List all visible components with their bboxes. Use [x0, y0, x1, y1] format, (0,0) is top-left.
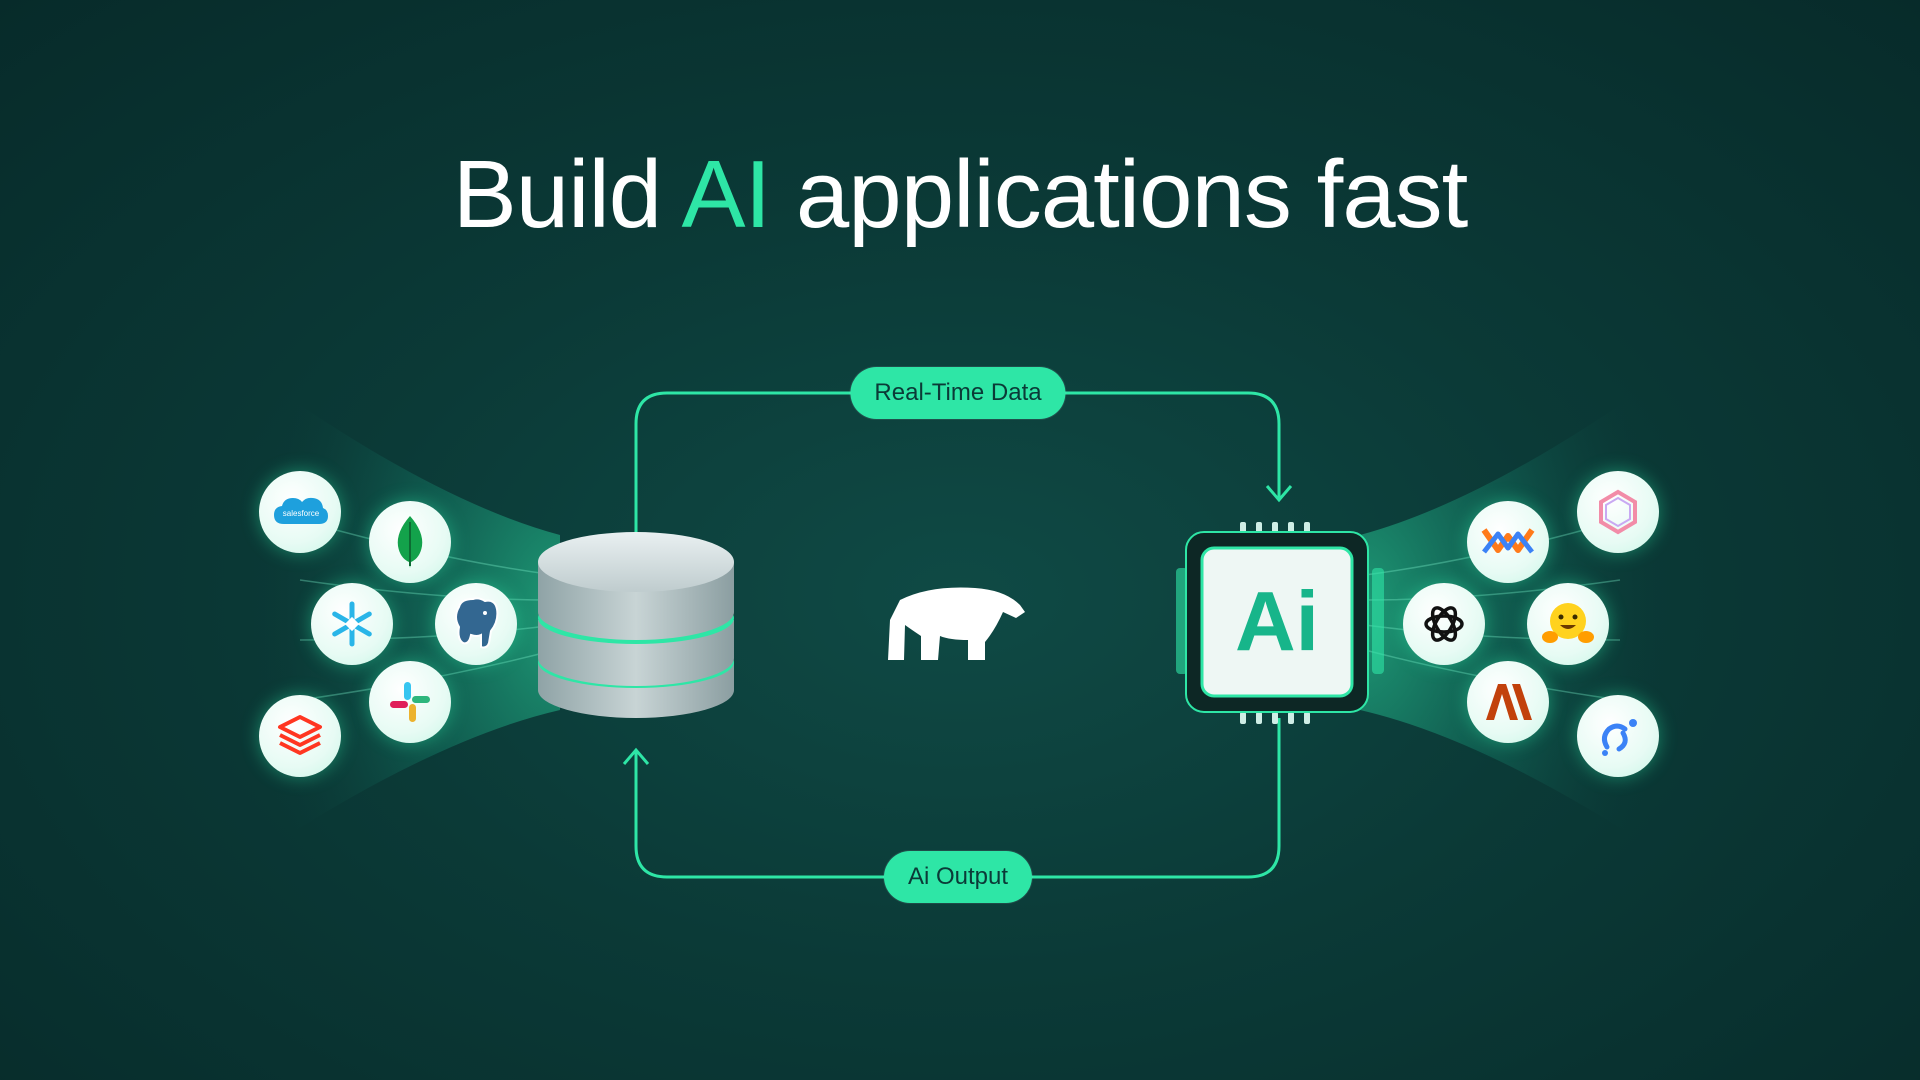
top-arrowhead — [1265, 485, 1293, 503]
cohere-icon — [1601, 719, 1637, 756]
huggingface-bubble — [1527, 583, 1609, 665]
databricks-stack-icon — [278, 715, 322, 755]
mongodb-leaf-icon — [397, 516, 423, 568]
anthropic-bubble — [1467, 661, 1549, 743]
ring-icon — [1599, 489, 1637, 535]
ring-model-bubble — [1577, 471, 1659, 553]
snowflake-bubble — [311, 583, 393, 665]
postgresql-bubble — [435, 583, 517, 665]
ai-output-label: Ai Output — [883, 851, 1033, 903]
openai-bubble — [1403, 583, 1485, 665]
mongodb-bubble — [369, 501, 451, 583]
cohere-bubble — [1577, 695, 1659, 777]
snowflake-icon — [332, 601, 372, 647]
salesforce-wordmark: salesforce — [283, 509, 320, 518]
headline-suffix: applications fast — [795, 141, 1468, 248]
postgres-elephant-icon — [455, 597, 499, 649]
ai-chip-icon — [1176, 522, 1384, 724]
slack-icon — [390, 682, 430, 722]
mistral-icon — [1481, 528, 1535, 554]
database-icon — [538, 532, 734, 718]
salesforce-cloud-icon: salesforce — [274, 497, 328, 524]
headline-accent: AI — [681, 141, 772, 248]
ai-chip-label: Ai — [1235, 574, 1319, 669]
headline-prefix: Build — [452, 141, 662, 248]
headline: Build AI applications fast — [0, 140, 1920, 250]
mistral-bubble — [1467, 501, 1549, 583]
real-time-data-label: Real-Time Data — [850, 367, 1066, 419]
anthropic-icon — [1486, 684, 1532, 720]
bottom-arrowhead — [622, 747, 650, 765]
openai-knot-icon — [1424, 606, 1464, 642]
slack-bubble — [369, 661, 451, 743]
polar-bear-logo-icon — [888, 587, 1025, 660]
salesforce-bubble: salesforce — [259, 471, 341, 553]
databricks-bubble — [259, 695, 341, 777]
hugging-face-icon — [1542, 603, 1594, 643]
